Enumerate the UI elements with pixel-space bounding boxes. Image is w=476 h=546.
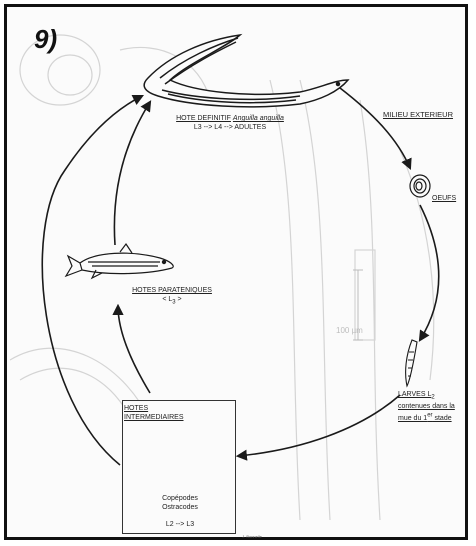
fish-illustration — [66, 244, 173, 278]
arrow-eggs-to-larvae — [420, 205, 439, 340]
environment-label: MILIEU EXTERIEUR — [372, 110, 464, 119]
larvae-label: LARVES L2 contenues dans la mue du 1er s… — [398, 390, 470, 423]
eggs-illustration — [410, 175, 430, 197]
definitive-host-label: HOTE DEFINITIF Anguilla anguilla L3 --> … — [160, 114, 300, 132]
paratenic-host-title: HOTES PARATENIQUES — [132, 287, 212, 294]
definitive-host-stages: L3 --> L4 --> ADULTES — [194, 124, 266, 131]
definitive-host-title: HOTE DEFINITIF — [176, 115, 231, 122]
arrow-paratenic-to-definitive — [114, 102, 150, 245]
author-signature: J. Bonnelle — [232, 532, 272, 541]
cycle-arrows — [42, 88, 438, 465]
larvae-line3-a: mue du 1 — [398, 415, 427, 422]
eel-illustration — [144, 35, 348, 107]
figure-number: 9) — [34, 24, 57, 55]
larvae-title-sub: 2 — [431, 394, 434, 400]
larvae-line3: mue du 1er stade — [398, 415, 452, 422]
eggs-label: OEUFS — [432, 194, 462, 203]
definitive-host-species: Anguilla anguilla — [233, 115, 284, 122]
arrow-host-to-environment — [340, 88, 410, 168]
intermediate-hosts-list: Copépodes Ostracodes — [150, 494, 210, 512]
larva-illustration — [406, 340, 417, 386]
intermediate-host-title: HOTES INTERMEDIAIRES — [124, 404, 204, 422]
larvae-title: LARVES L — [398, 391, 431, 398]
arrow-intermediate-to-paratenic — [118, 306, 150, 393]
scale-bar-label: 100 µm — [336, 326, 363, 335]
paratenic-stage-prefix: < L — [162, 296, 172, 303]
paratenic-stage: < L3 > — [162, 296, 181, 303]
intermediate-host-ostracods: Ostracodes — [162, 504, 198, 511]
larvae-line3-b: stade — [433, 415, 452, 422]
paratenic-stage-suffix: > — [176, 296, 182, 303]
intermediate-host-copepods: Copépodes — [162, 495, 198, 502]
paratenic-host-label: HOTES PARATENIQUES < L3 > — [122, 286, 222, 307]
larvae-line2: contenues dans la — [398, 403, 455, 410]
intermediate-stages: L2 --> L3 — [150, 520, 210, 529]
